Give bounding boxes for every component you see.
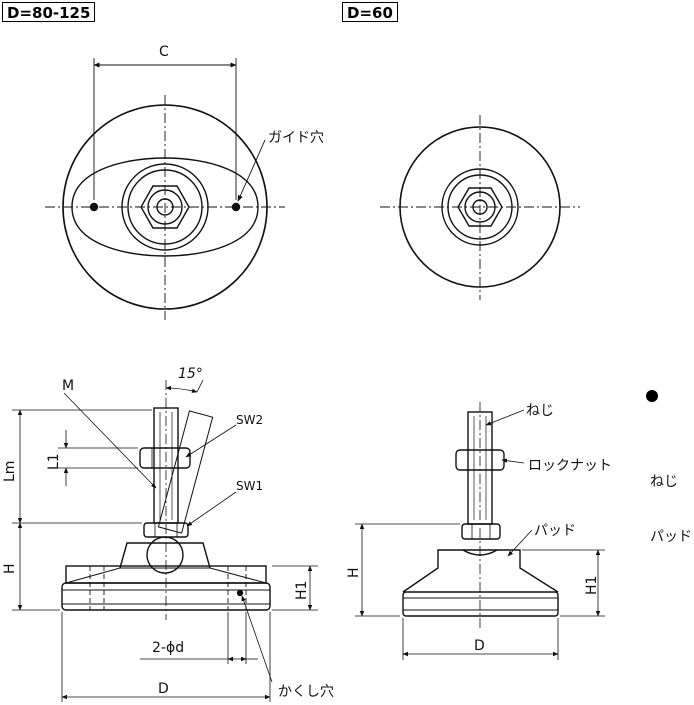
label-m: M <box>62 378 75 394</box>
label-h1-small: H1 <box>584 575 600 595</box>
side-view-small <box>355 402 605 660</box>
label-lock-nut: ロックナット <box>528 458 612 474</box>
tag-small-size: D=60 <box>342 2 398 22</box>
label-hole-diameter: 2-ϕd <box>152 640 185 656</box>
plan-view-large <box>45 58 285 320</box>
label-h: H <box>2 563 18 574</box>
side-view-large <box>12 379 318 702</box>
label-countersink: かくし穴 <box>278 684 334 700</box>
label-angle: 15° <box>178 366 203 382</box>
label-l1: L1 <box>46 453 62 470</box>
bullet-icon <box>646 390 658 402</box>
label-pad: パッド <box>534 523 576 539</box>
legend-pad: パッド <box>650 529 692 545</box>
label-d-small: D <box>474 638 485 654</box>
label-d-large: D <box>158 681 169 697</box>
label-c: C <box>159 44 169 60</box>
label-screw: ねじ <box>526 403 554 419</box>
label-guide-hole: ガイド穴 <box>268 130 324 146</box>
label-h-small: H <box>346 567 362 578</box>
label-h1: H1 <box>294 580 310 600</box>
tag-large-size: D=80-125 <box>2 2 96 22</box>
label-sw1: SW1 <box>236 479 264 493</box>
label-lm: Lm <box>2 460 18 482</box>
label-sw2: SW2 <box>236 413 264 427</box>
plan-view-small <box>380 115 580 300</box>
legend-screw: ねじ <box>650 474 678 490</box>
